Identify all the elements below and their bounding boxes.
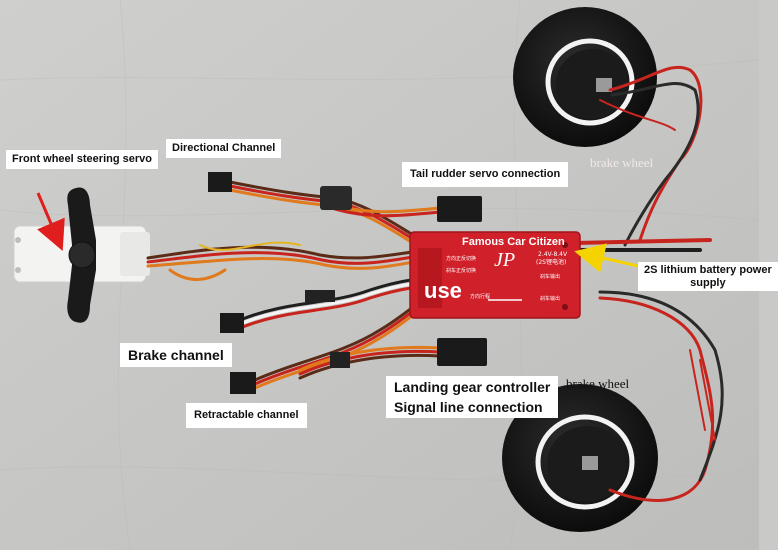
servo-cable (146, 241, 427, 281)
servo-connectors (208, 172, 487, 394)
label-battery-line1: 2S lithium battery power (644, 264, 772, 276)
label-landing-gear: Landing gear controller Signal line conn… (386, 376, 559, 419)
board-row1: 方向正反切换 (446, 255, 476, 262)
board-voltage-note: (2S锂电池) (536, 258, 566, 266)
label-retractable-channel: Retractable channel (186, 403, 307, 428)
label-brake-channel: Brake channel (120, 343, 232, 368)
brake-wheel-top-image (513, 7, 657, 147)
board-out2: 刹车输出 (540, 295, 560, 302)
board-text: JP 2.4V-8.4V (2S锂电池) 方向正反切换 刹车正反切换 方向行程 … (446, 249, 568, 302)
label-use: use (424, 278, 462, 303)
servo-arrow (36, 192, 65, 252)
label-tail-rudder: Tail rudder servo connection (402, 162, 569, 187)
label-brake-wheel-bottom: brake wheel (566, 376, 630, 391)
label-brand: Famous Car Citizen (462, 236, 565, 248)
board-out1: 刹车输出 (540, 273, 560, 280)
label-brake-wheel-top: brake wheel (590, 155, 654, 170)
label-directional-channel: Directional Channel (166, 139, 282, 158)
brake-wheel-bottom-image (502, 384, 658, 532)
wheel-wires (598, 65, 724, 502)
label-landing-line2: Signal line connection (394, 399, 543, 416)
controller-board (409, 231, 581, 319)
battery-arrow (574, 243, 639, 273)
board-row2: 刹车正反切换 (446, 267, 476, 274)
photo-scene: JP 2.4V-8.4V (2S锂电池) 方向正反切换 刹车正反切换 方向行程 … (0, 0, 760, 550)
label-battery-line2: supply (690, 276, 726, 289)
board-logo: JP (494, 249, 515, 271)
label-battery: 2S lithium battery power supply (638, 262, 778, 292)
label-front-servo: Front wheel steering servo (6, 150, 158, 169)
label-landing-line1: Landing gear controller (394, 379, 551, 395)
board-row3: 方向行程 (470, 293, 490, 300)
board-voltage: 2.4V-8.4V (538, 251, 568, 258)
